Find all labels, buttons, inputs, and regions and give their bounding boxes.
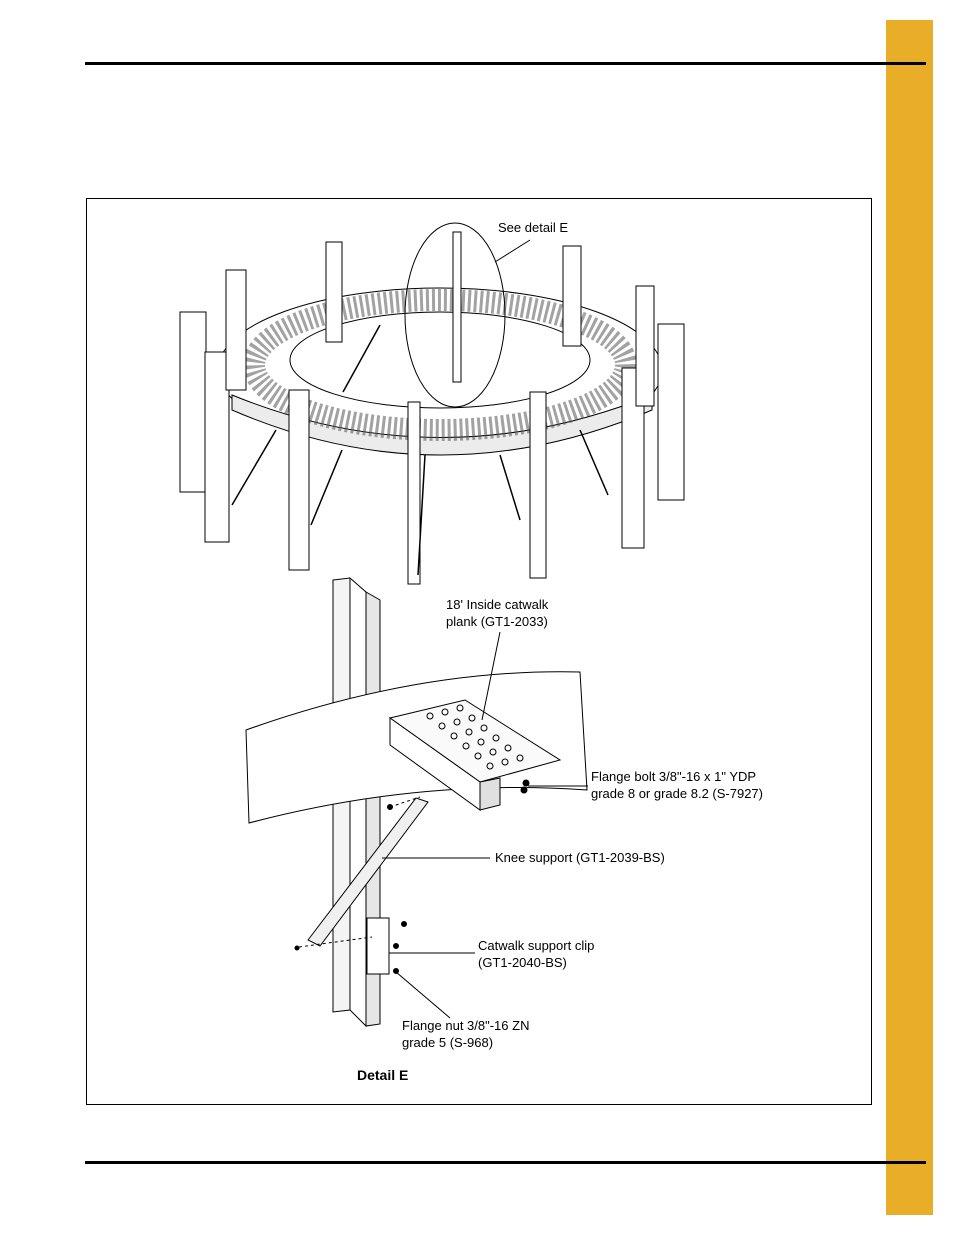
detail-callout-ellipse: [404, 222, 506, 408]
footer-rule: [85, 1161, 926, 1164]
knee-brace: [342, 324, 381, 393]
catwalk-plank-band: [243, 289, 637, 441]
detail-plank-holes: [426, 704, 524, 770]
flange-bolt-label: Flange bolt 3/8"-16 x 1" YDP grade 8 or …: [591, 769, 763, 801]
column: [635, 285, 655, 407]
column: [204, 351, 230, 543]
column: [657, 323, 685, 501]
column: [407, 401, 421, 585]
header-rule: [85, 62, 926, 65]
detail-plank-end: [479, 777, 501, 811]
catwalk-ring-inner: [289, 311, 591, 409]
column: [225, 269, 247, 391]
flange-nut-leader: [395, 971, 451, 1019]
see-detail-label: See detail E: [498, 220, 569, 235]
column: [621, 367, 645, 549]
column: [179, 311, 207, 493]
plank-label: 18' Inside catwalk plank (GT1-2033): [446, 597, 549, 629]
detail-support-clip: [366, 917, 390, 975]
knee-brace: [579, 429, 609, 496]
knee-brace: [310, 449, 343, 526]
section-tab: [886, 20, 933, 1215]
column: [288, 389, 310, 571]
knee-brace: [417, 454, 426, 576]
plank-leader: [481, 631, 501, 721]
figure-frame: [86, 198, 872, 1105]
figure-caption: Detail E: [357, 1067, 409, 1083]
knee-support-label: Knee support (GT1-2039-BS): [495, 850, 665, 865]
support-clip-label: Catwalk support clip (GT1-2040-BS): [478, 938, 595, 970]
column: [562, 245, 582, 347]
knee-brace: [231, 429, 277, 506]
flange-nut-label: Flange nut 3/8"-16 ZN grade 5 (S-968): [402, 1018, 530, 1050]
knee-brace: [499, 454, 521, 521]
detail-column-flange: [349, 576, 367, 1028]
column: [529, 391, 547, 579]
see-detail-leader: [494, 239, 531, 263]
bolt-path: [298, 936, 373, 948]
detail-knee-support: [307, 797, 429, 947]
column: [452, 231, 462, 383]
column: [325, 241, 343, 343]
bolt-path: [389, 796, 421, 808]
